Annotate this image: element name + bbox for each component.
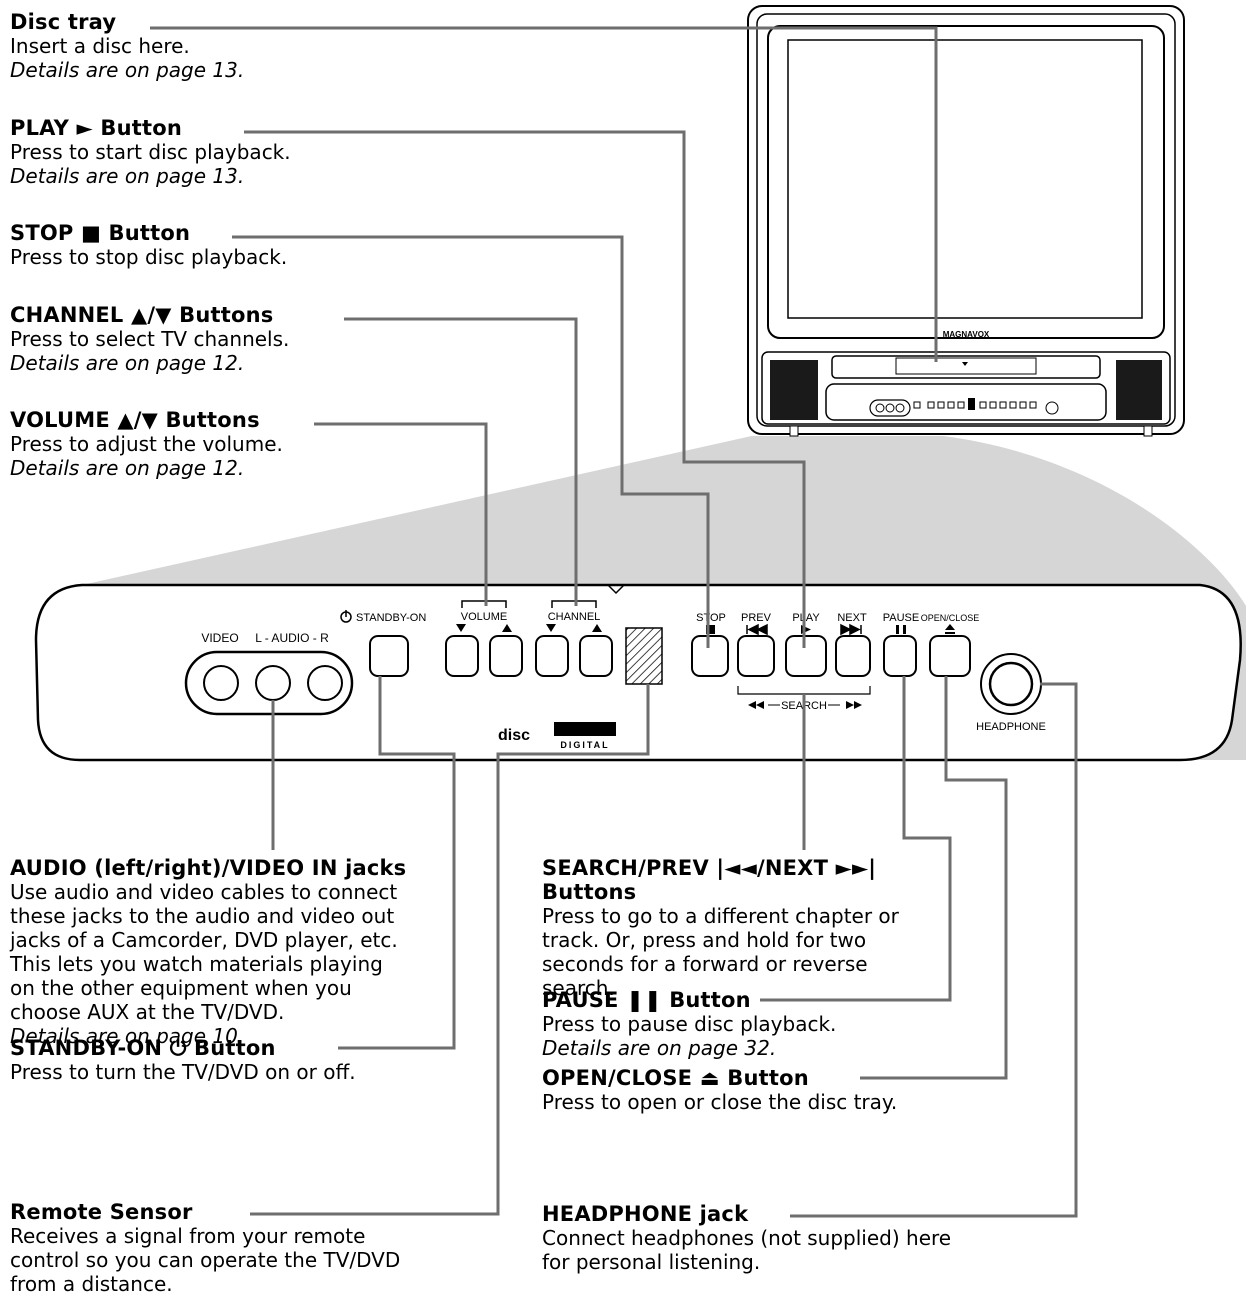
callout-desc: Press to select TV channels. <box>10 327 290 351</box>
stop-button[interactable] <box>691 635 729 677</box>
panel-label-audio: L - AUDIO - R <box>255 631 329 645</box>
volume-down-button[interactable] <box>445 635 479 677</box>
standby-on-button[interactable] <box>369 635 409 677</box>
panel-label-pause: PAUSE <box>883 612 919 624</box>
prev-icon <box>746 623 768 636</box>
callout-desc: Press to adjust the volume. <box>10 432 283 456</box>
callout-play: PLAY ► Button Press to start disc playba… <box>10 116 410 188</box>
leader-disc-tray <box>150 26 938 362</box>
audio-left-jack[interactable] <box>255 665 291 701</box>
panel-label-stop: STOP <box>696 612 726 624</box>
callout-volume: VOLUME ▲/▼ Buttons Press to adjust the v… <box>10 408 410 480</box>
headphone-jack[interactable] <box>988 661 1034 707</box>
stop-icon <box>706 625 715 634</box>
search-rewind-icon <box>748 701 764 709</box>
panel-label-headphone: HEADPHONE <box>976 721 1046 733</box>
tv-brand: MAGNAVOX <box>943 330 990 339</box>
callout-search: SEARCH/PREV |◄◄/NEXT ►►| Buttons Press t… <box>542 856 942 1000</box>
audio-right-jack[interactable] <box>307 665 343 701</box>
callout-ref: Details are on page 13. <box>10 164 245 188</box>
callout-title: HEADPHONE jack <box>542 1202 749 1226</box>
leader-open-close <box>860 676 1008 1080</box>
pause-icon <box>896 625 899 634</box>
callout-desc: Press to start disc playback. <box>10 140 291 164</box>
callout-disc-tray: Disc tray Insert a disc here. Details ar… <box>10 10 390 82</box>
callout-desc: Press to stop disc playback. <box>10 245 288 269</box>
callout-open-close: OPEN/CLOSE ⏏ Button Press to open or clo… <box>542 1066 962 1114</box>
callout-headphone: HEADPHONE jack Connect headphones (not s… <box>542 1202 962 1274</box>
leader-stop <box>232 235 710 648</box>
panel-label-channel: CHANNEL <box>548 611 601 623</box>
panel-label-next: NEXT <box>837 612 867 624</box>
leader-remote-sensor <box>250 684 650 1216</box>
leader-channel <box>344 317 578 606</box>
callout-desc: Insert a disc here. <box>10 34 190 58</box>
channel-down-button[interactable] <box>535 635 569 677</box>
callout-standby: STANDBY-ON ⏻ Button Press to turn the TV… <box>10 1036 430 1084</box>
panel-label-open-close: OPEN/CLOSE <box>921 613 980 623</box>
callout-channel: CHANNEL ▲/▼ Buttons Press to select TV c… <box>10 303 410 375</box>
callout-ref: Details are on page 13. <box>10 58 245 82</box>
prev-button[interactable] <box>737 635 775 677</box>
callout-title: Disc tray <box>10 10 117 34</box>
callout-ref: Details are on page 32. <box>542 1036 777 1060</box>
callout-ref: Details are on page 10. <box>10 1024 245 1048</box>
leader-volume <box>314 422 488 606</box>
next-button[interactable] <box>835 635 871 677</box>
next-icon <box>840 623 862 636</box>
callout-title: SEARCH/PREV |◄◄/NEXT ►►| Buttons <box>542 856 877 904</box>
callout-desc: Press to go to a different chapter or tr… <box>542 904 899 1000</box>
volume-up-button[interactable] <box>489 635 523 677</box>
panel-label-disc-logo: disc <box>498 727 530 744</box>
leader-lines <box>150 26 1078 1218</box>
video-in-jack[interactable] <box>203 665 239 701</box>
channel-up-button[interactable] <box>579 635 613 677</box>
callout-title: STANDBY-ON ⏻ Button <box>10 1036 276 1060</box>
callout-ref: Details are on page 12. <box>10 456 245 480</box>
callout-title: Remote Sensor <box>10 1200 193 1224</box>
channel-down-icon <box>546 624 556 632</box>
leader-standby <box>338 676 456 1050</box>
callout-title: AUDIO (left/right)/VIDEO IN jacks <box>10 856 407 880</box>
callout-title: PLAY ► Button <box>10 116 183 140</box>
callout-desc: Use audio and video cables to connect th… <box>10 880 398 1024</box>
panel-label-play: PLAY <box>792 612 820 624</box>
callout-desc: Receives a signal from your remote contr… <box>10 1224 401 1296</box>
volume-up-icon <box>502 624 512 632</box>
callout-ref: Details are on page 12. <box>10 351 245 375</box>
front-panel: VIDEO L - AUDIO - R STANDBY-ON VOLUME CH… <box>34 583 1242 762</box>
panel-label-digital-logo: DIGITAL <box>560 740 609 750</box>
callout-desc: Connect headphones (not supplied) here f… <box>542 1226 952 1274</box>
callout-title: OPEN/CLOSE ⏏ Button <box>542 1066 809 1090</box>
callout-desc: Press to open or close the disc tray. <box>542 1090 898 1114</box>
leader-headphone <box>790 682 1078 1218</box>
callout-title: CHANNEL ▲/▼ Buttons <box>10 303 274 327</box>
callout-desc: Press to pause disc playback. <box>542 1012 837 1036</box>
callout-title: PAUSE ❚❚ Button <box>542 988 751 1012</box>
search-forward-icon <box>846 701 862 709</box>
volume-down-icon <box>456 624 466 632</box>
eject-icon <box>945 624 955 630</box>
callout-stop: STOP ■ Button Press to stop disc playbac… <box>10 221 410 269</box>
callout-remote-sensor: Remote Sensor Receives a signal from you… <box>10 1200 410 1296</box>
tv-set: MAGNAVOX <box>747 5 1185 437</box>
callout-title: STOP ■ Button <box>10 221 191 245</box>
panel-label-standby: STANDBY-ON <box>356 612 426 624</box>
panel-label-prev: PREV <box>741 612 772 624</box>
channel-up-icon <box>592 624 602 632</box>
play-button[interactable] <box>785 635 827 677</box>
leader-pause <box>760 676 952 1002</box>
callout-audio-video: AUDIO (left/right)/VIDEO IN jacks Use au… <box>10 856 410 1048</box>
remote-sensor-window <box>625 627 663 685</box>
pause-button[interactable] <box>883 635 917 677</box>
callout-pause: PAUSE ❚❚ Button Press to pause disc play… <box>542 988 942 1060</box>
leader-play <box>244 130 806 648</box>
panel-label-video: VIDEO <box>201 631 238 645</box>
open-close-button[interactable] <box>929 635 971 677</box>
callout-desc: Press to turn the TV/DVD on or off. <box>10 1060 356 1084</box>
callout-title: VOLUME ▲/▼ Buttons <box>10 408 260 432</box>
panel-label-volume: VOLUME <box>461 611 507 623</box>
